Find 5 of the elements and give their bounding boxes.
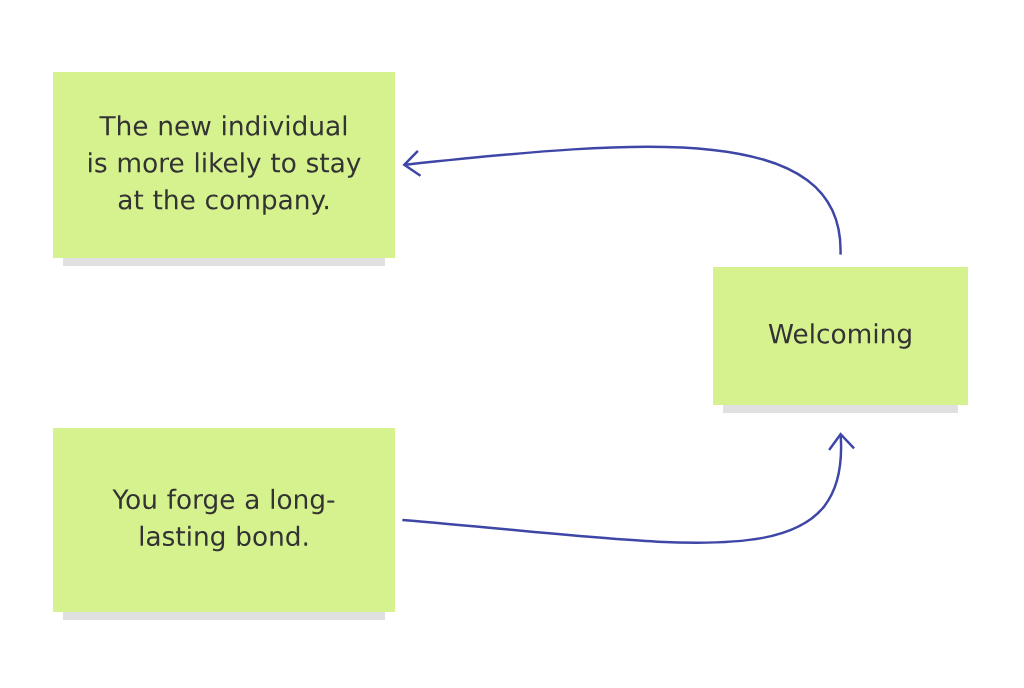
sticky-note: Welcoming [713,267,968,405]
sticky-note: You forge a long-lasting bond. [53,428,395,612]
sticky-note: The new individual is more likely to stay at the company. [53,72,395,258]
arrow [402,145,842,255]
arrow [402,432,855,544]
